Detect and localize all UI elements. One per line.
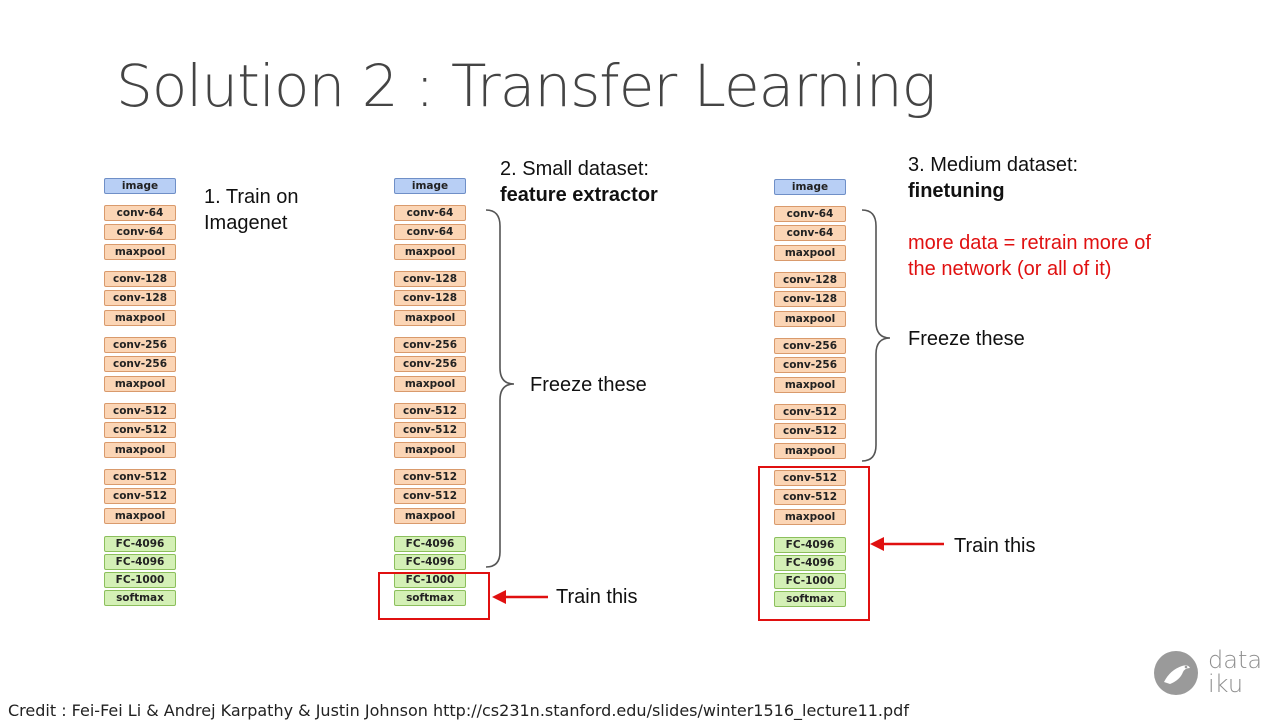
layer-conv-256: conv-256 [774, 338, 846, 354]
panel3-note-line1: more data = retrain more of [908, 232, 1151, 254]
layer-maxpool: maxpool [394, 310, 466, 326]
layer-maxpool: maxpool [774, 509, 846, 525]
layer-conv-64: conv-64 [774, 225, 846, 241]
layer-conv-64: conv-64 [394, 205, 466, 221]
layer-conv-64: conv-64 [774, 206, 846, 222]
panel3-subheading: finetuning [908, 180, 1005, 202]
layer-maxpool: maxpool [774, 377, 846, 393]
layer-conv-128: conv-128 [104, 271, 176, 287]
layer-conv-64: conv-64 [104, 224, 176, 240]
layer-conv-128: conv-128 [394, 271, 466, 287]
layer-conv-512: conv-512 [394, 403, 466, 419]
panel3-train-highlight-box [758, 466, 870, 621]
panel3-train-label: Train this [954, 535, 1036, 557]
layer-conv-512: conv-512 [104, 488, 176, 504]
logo-text-line2: iku [1208, 670, 1244, 698]
panel3-train-arrow [870, 537, 944, 551]
layer-maxpool: maxpool [774, 311, 846, 327]
layer-maxpool: maxpool [394, 442, 466, 458]
panel2-train-label: Train this [556, 586, 638, 608]
layer-maxpool: maxpool [394, 244, 466, 260]
panel2-train-arrow [492, 590, 548, 604]
layer-conv-128: conv-128 [104, 290, 176, 306]
logo-wordmark: data iku [1208, 648, 1262, 696]
layer-conv-512: conv-512 [774, 489, 846, 505]
layer-conv-128: conv-128 [774, 272, 846, 288]
layer-conv-128: conv-128 [774, 291, 846, 307]
layer-maxpool: maxpool [104, 244, 176, 260]
panel3-freeze-brace [861, 209, 891, 462]
layer-conv-256: conv-256 [104, 337, 176, 353]
layer-fc-4096: FC-4096 [104, 536, 176, 552]
panel2-train-highlight-box [378, 572, 490, 620]
layer-conv-512: conv-512 [394, 422, 466, 438]
layer-conv-512: conv-512 [104, 469, 176, 485]
layer-conv-256: conv-256 [774, 357, 846, 373]
layer-conv-512: conv-512 [394, 488, 466, 504]
panel1-heading-line2: Imagenet [204, 212, 288, 234]
panel2-heading: 2. Small dataset: [500, 158, 649, 180]
layer-fc-4096: FC-4096 [774, 537, 846, 553]
bird-logo-icon [1154, 651, 1198, 695]
layer-conv-512: conv-512 [104, 422, 176, 438]
logo-text-line1: data [1208, 646, 1263, 674]
layer-conv-512: conv-512 [774, 404, 846, 420]
layer-maxpool: maxpool [104, 442, 176, 458]
layer-maxpool: maxpool [774, 245, 846, 261]
layer-fc-1000: FC-1000 [774, 573, 846, 589]
layer-maxpool: maxpool [104, 376, 176, 392]
panel3-note-line2: the network (or all of it) [908, 258, 1112, 280]
layer-conv-64: conv-64 [104, 205, 176, 221]
layer-conv-512: conv-512 [774, 423, 846, 439]
layer-image: image [774, 179, 846, 195]
layer-conv-64: conv-64 [394, 224, 466, 240]
slide-title: Solution 2 : Transfer Learning [116, 52, 936, 120]
layer-softmax: softmax [774, 591, 846, 607]
layer-conv-128: conv-128 [394, 290, 466, 306]
panel3-heading: 3. Medium dataset: [908, 154, 1079, 176]
dataiku-logo: data iku [1152, 648, 1262, 698]
panel3-freeze-label: Freeze these [908, 328, 1025, 350]
layer-conv-256: conv-256 [394, 337, 466, 353]
layer-maxpool: maxpool [774, 443, 846, 459]
panel2-freeze-label: Freeze these [530, 374, 647, 396]
layer-maxpool: maxpool [104, 310, 176, 326]
layer-maxpool: maxpool [394, 508, 466, 524]
layer-fc-4096: FC-4096 [394, 536, 466, 552]
panel1-heading-line1: 1. Train on [204, 186, 299, 208]
credit-line: Credit : Fei-Fei Li & Andrej Karpathy & … [8, 701, 909, 720]
layer-conv-512: conv-512 [774, 470, 846, 486]
layer-softmax: softmax [394, 590, 466, 606]
layer-maxpool: maxpool [394, 376, 466, 392]
layer-maxpool: maxpool [104, 508, 176, 524]
layer-fc-4096: FC-4096 [774, 555, 846, 571]
layer-conv-256: conv-256 [104, 356, 176, 372]
layer-conv-512: conv-512 [104, 403, 176, 419]
layer-image: image [104, 178, 176, 194]
layer-conv-512: conv-512 [394, 469, 466, 485]
panel2-subheading: feature extractor [500, 184, 658, 206]
layer-fc-4096: FC-4096 [394, 554, 466, 570]
layer-fc-4096: FC-4096 [104, 554, 176, 570]
layer-fc-1000: FC-1000 [104, 572, 176, 588]
layer-conv-256: conv-256 [394, 356, 466, 372]
panel2-freeze-brace [485, 209, 515, 568]
layer-softmax: softmax [104, 590, 176, 606]
layer-image: image [394, 178, 466, 194]
